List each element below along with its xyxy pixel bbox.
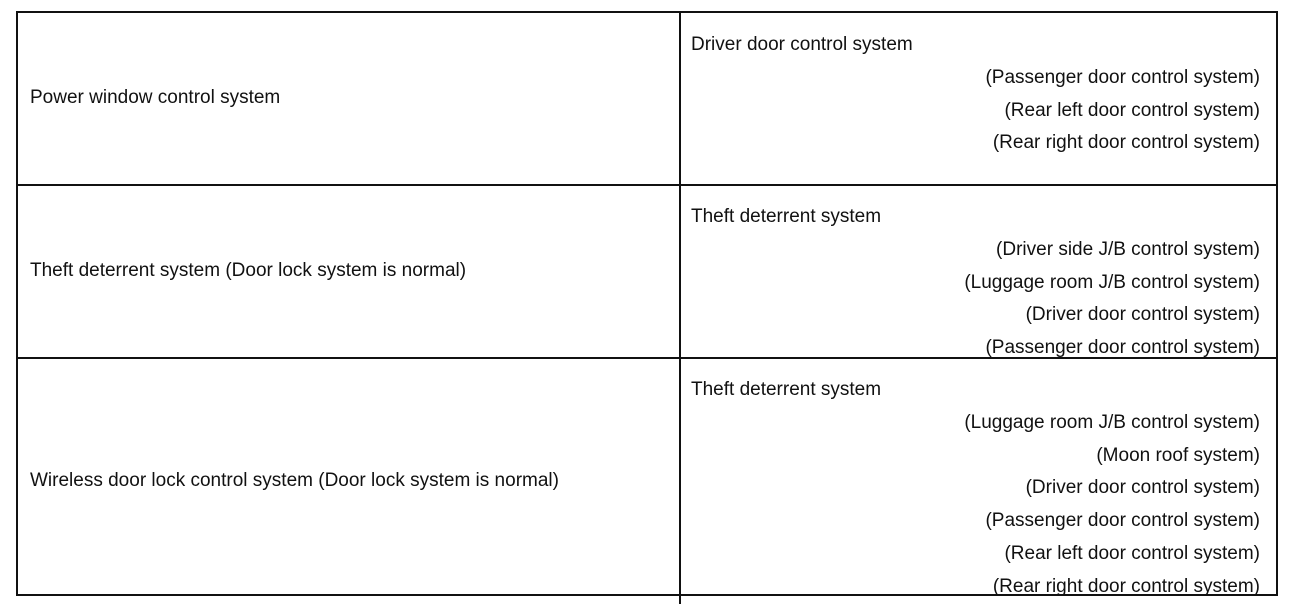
systems-cell-wireless-door-lock: Theft deterrent system (Luggage room J/B… — [681, 359, 1276, 604]
related-system: (Passenger door control system) — [985, 66, 1260, 88]
condition-label: Wireless door lock control system (Door … — [30, 469, 559, 491]
related-system: (Passenger door control system) — [985, 510, 1260, 532]
system-table: Power window control system Driver door … — [16, 11, 1278, 604]
related-system: (Rear left door control system) — [1004, 542, 1260, 564]
primary-system: Theft deterrent system — [691, 206, 882, 227]
condition-label: Theft deterrent system (Door lock system… — [30, 260, 467, 282]
related-system: (Driver door control system) — [1025, 477, 1260, 499]
systems-cell-power-window: Driver door control system (Passenger do… — [681, 13, 1276, 186]
related-system: (Driver side J/B control system) — [996, 238, 1260, 260]
related-system: (Passenger door control system) — [985, 337, 1260, 359]
related-system: (Rear right door control system) — [992, 575, 1260, 597]
related-system: (Moon roof system) — [1096, 444, 1260, 466]
related-system: (Driver door control system) — [1025, 304, 1260, 326]
condition-cell-theft-deterrent: Theft deterrent system (Door lock system… — [18, 186, 681, 359]
related-system: (Luggage room J/B control system) — [964, 271, 1260, 293]
condition-cell-power-window: Power window control system — [18, 13, 681, 186]
systems-cell-theft-deterrent: Theft deterrent system (Driver side J/B … — [681, 186, 1276, 359]
primary-system: Theft deterrent system — [691, 379, 882, 400]
condition-label: Power window control system — [30, 87, 281, 109]
related-system: (Rear right door control system) — [992, 132, 1260, 154]
related-system: (Luggage room J/B control system) — [964, 411, 1260, 433]
related-system: (Rear left door control system) — [1004, 99, 1260, 121]
primary-system: Driver door control system — [691, 34, 913, 55]
condition-cell-wireless-door-lock: Wireless door lock control system (Door … — [18, 359, 681, 604]
